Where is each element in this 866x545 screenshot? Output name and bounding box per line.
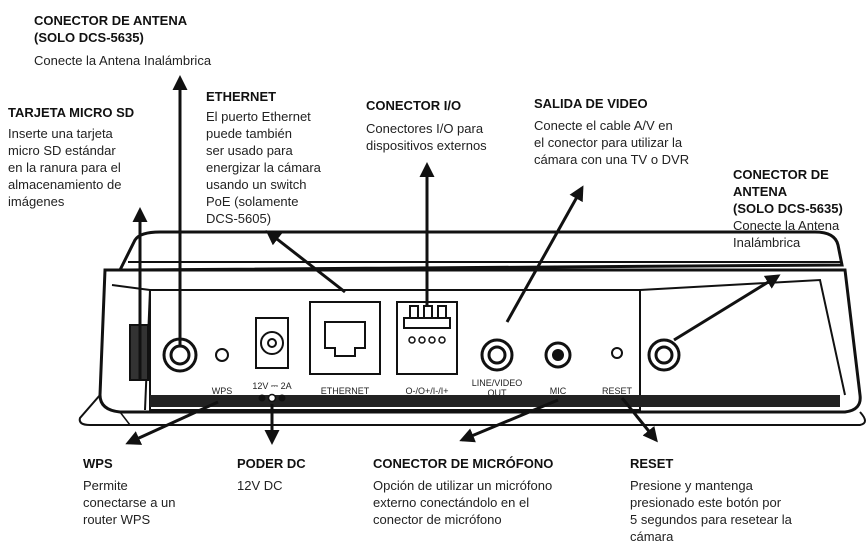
panel-label-out: OUT (488, 388, 508, 398)
callout-ethernet: ETHERNET El puerto Ethernet puede tambié… (206, 88, 321, 227)
callout-desc: Conecte la Antena Inalámbrica (733, 218, 840, 250)
callout-desc: Conectores I/O para dispositivos externo… (366, 121, 487, 153)
callout-antenna-top: CONECTOR DE ANTENA (SOLO DCS-5635) Conec… (34, 12, 211, 69)
callout-reset: RESET Presione y mantenga presionado est… (630, 455, 792, 545)
callout-microsd: TARJETA MICRO SD Inserte una tarjeta mic… (8, 104, 134, 210)
arrow-ethernet (265, 230, 346, 294)
callout-desc: Permite conectarse a un router WPS (83, 478, 176, 527)
callout-wps: WPS Permite conectarse a un router WPS (83, 455, 176, 528)
callout-title: WPS (83, 456, 113, 471)
callout-title: CONECTOR DE ANTENA (SOLO DCS-5635) (733, 167, 843, 216)
arrow-video (505, 185, 584, 323)
antenna-connector-right (647, 338, 681, 372)
callout-desc: El puerto Ethernet puede también ser usa… (206, 109, 321, 226)
callout-io: CONECTOR I/O Conectores I/O para disposi… (366, 97, 487, 154)
callout-title: CONECTOR DE MICRÓFONO (373, 456, 554, 471)
callout-power: PODER DC 12V DC (237, 455, 306, 494)
ethernet-port (309, 301, 381, 375)
panel-label-wps: WPS (212, 386, 233, 396)
antenna-connector-left (162, 337, 198, 373)
callout-desc: Opción de utilizar un micrófono externo … (373, 478, 553, 527)
callout-desc: Conecte el cable A/V en el conector para… (534, 118, 690, 167)
line-video-out-jack (480, 338, 514, 372)
callout-title: SALIDA DE VIDEO (534, 96, 648, 111)
callout-title: CONECTOR DE ANTENA (SOLO DCS-5635) (34, 13, 188, 45)
callout-antenna-right: CONECTOR DE ANTENA (SOLO DCS-5635) Conec… (733, 166, 843, 251)
panel-label-io: O-/O+/I-/I+ (405, 386, 448, 396)
arrow-antenna-right (673, 274, 781, 342)
callout-video: SALIDA DE VIDEO Conecte el cable A/V en … (534, 95, 689, 168)
callout-title: TARJETA MICRO SD (8, 105, 135, 120)
callout-title: RESET (630, 456, 674, 471)
callout-title: PODER DC (237, 456, 306, 471)
arrow-reset (620, 397, 658, 443)
callout-desc: Presione y mantenga presionado este botó… (630, 478, 792, 544)
callout-title: CONECTOR I/O (366, 98, 462, 113)
callout-mic: CONECTOR DE MICRÓFONO Opción de utilizar… (373, 455, 553, 528)
arrow-mic (459, 398, 559, 443)
panel-label-reset: RESET (602, 386, 633, 396)
reset-button (611, 347, 623, 359)
panel-label-mic: MIC (550, 386, 567, 396)
panel-label-power: 12V ⎓ 2A (252, 381, 291, 391)
panel-label-line-video: LINE/VIDEO (472, 378, 523, 388)
callout-title: ETHERNET (206, 89, 277, 104)
arrow-wps (125, 400, 219, 445)
callout-desc: Inserte una tarjeta micro SD estándar en… (8, 126, 122, 209)
panel-label-ethernet: ETHERNET (321, 386, 370, 396)
camera-body (78, 230, 866, 426)
wps-button (215, 348, 229, 362)
io-connector (396, 301, 458, 375)
callout-desc: 12V DC (237, 478, 283, 493)
power-jack (255, 317, 289, 403)
callout-desc: Conecte la Antena Inalámbrica (34, 53, 212, 68)
mic-jack (544, 341, 572, 369)
